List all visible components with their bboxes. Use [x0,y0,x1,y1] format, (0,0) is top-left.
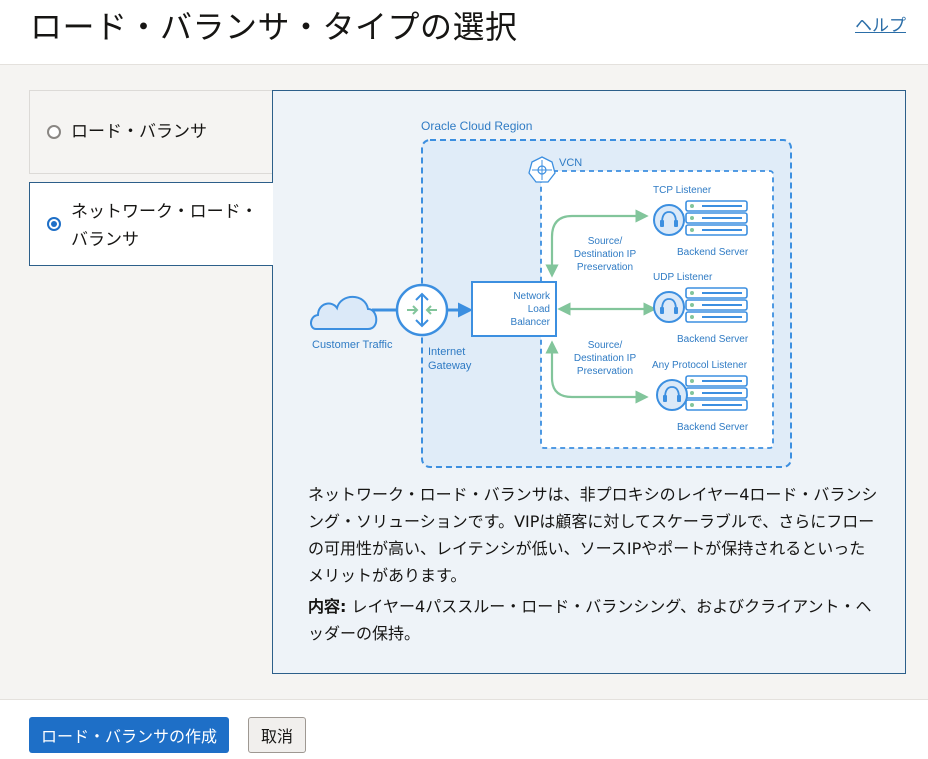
backend-label: Backend Server [677,334,749,345]
radio-button-unselected[interactable] [47,125,61,139]
preservation-label-top-3: Preservation [577,262,633,273]
features-text: レイヤー4パススルー・ロード・バランシング、およびクライアント・ヘッダーの保持。 [308,597,872,643]
preservation-label-bottom-2: Destination IP [574,353,637,364]
help-link[interactable]: ヘルプ [855,16,906,36]
create-load-balancer-button[interactable]: ロード・バランサの作成 [29,717,230,753]
server-rack-icon [685,375,748,411]
gateway-label-line1: Internet [428,346,465,358]
footer-bar: ロード・バランサの作成 取消 [0,699,928,759]
nlb-label-line2: Load [528,304,550,315]
cloud-icon [310,295,378,330]
backend-label: Backend Server [677,422,749,433]
page-header: ロード・バランサ・タイプの選択 ヘルプ [0,0,928,65]
preservation-label-bottom-1: Source/ [588,340,623,351]
architecture-diagram: Oracle Cloud Region VCN Customer Traffic [310,119,792,468]
headset-icon [653,204,685,236]
server-rack-icon [685,287,748,323]
listener-label-any-protocol: Any Protocol Listener [652,360,748,371]
option-label: ロード・バランサ [71,122,207,142]
gateway-label-line2: Gateway [428,360,472,372]
preservation-label-top-1: Source/ [588,236,623,247]
network-load-balancer-box [471,281,557,337]
nlb-label-line1: Network [513,291,551,302]
preservation-label-top-2: Destination IP [574,249,637,260]
region-label: Oracle Cloud Region [421,119,532,133]
backend-label: Backend Server [677,247,749,258]
cancel-button[interactable]: 取消 [248,717,307,753]
internet-gateway-icon [395,283,449,337]
option-details-panel: Oracle Cloud Region VCN Customer Traffic [272,90,906,674]
features-separator: : [340,597,347,616]
radio-button-selected[interactable] [47,217,61,231]
page-title: ロード・バランサ・タイプの選択 [30,8,518,46]
listener-label-udp: UDP Listener [653,272,713,283]
server-rack-icon [685,200,748,236]
listener-label-tcp: TCP Listener [653,185,712,196]
headset-icon [656,379,688,411]
preservation-label-bottom-3: Preservation [577,366,633,377]
option-features: 内容: レイヤー4パススルー・ロード・バランシング、およびクライアント・ヘッダー… [308,593,878,647]
vcn-icon [528,156,556,183]
option-label: ネットワーク・ロード・バランサ [71,202,258,250]
option-network-load-balancer[interactable]: ネットワーク・ロード・バランサ [29,182,273,266]
customer-traffic-label: Customer Traffic [312,339,393,351]
option-load-balancer[interactable]: ロード・バランサ [29,90,273,174]
option-description: ネットワーク・ロード・バランサは、非プロキシのレイヤー4ロード・バランシング・ソ… [308,485,878,585]
nlb-label-line3: Balancer [511,317,551,328]
headset-icon [653,291,685,323]
vcn-label: VCN [559,157,582,169]
features-label: 内容 [308,597,341,616]
